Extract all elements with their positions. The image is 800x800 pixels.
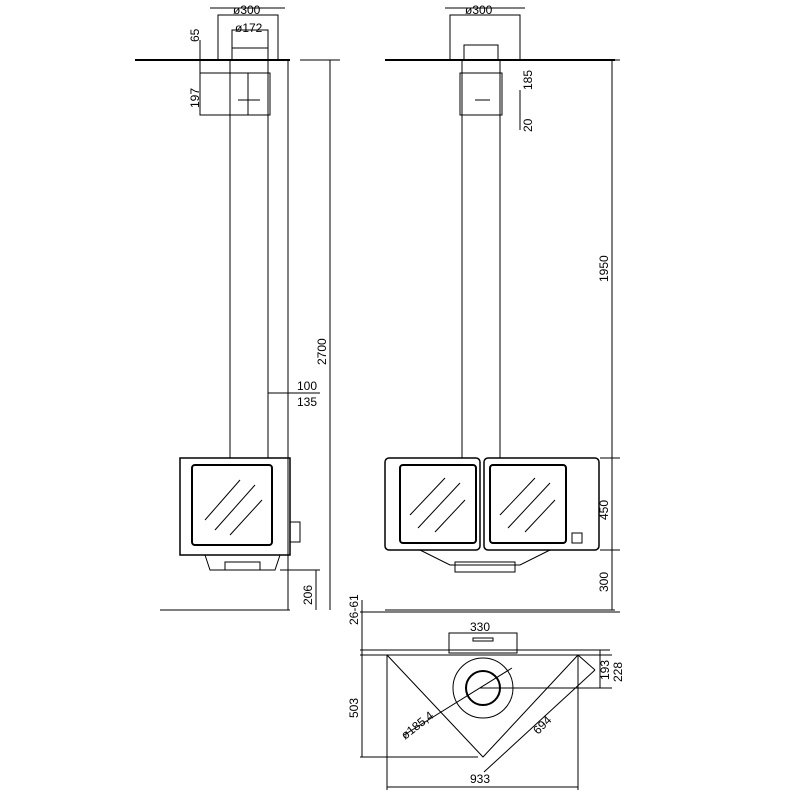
dim-d172: ø172 (235, 21, 263, 35)
dim-193: 193 (598, 660, 612, 680)
dim-1950: 1950 (597, 255, 611, 282)
dim-d300-front: ø300 (465, 3, 493, 17)
dim-65: 65 (188, 28, 202, 42)
dim-100: 100 (297, 379, 317, 393)
dim-694: 694 (530, 713, 554, 737)
dim-330: 330 (470, 620, 490, 634)
dim-933: 933 (470, 772, 490, 786)
dim-135: 135 (297, 395, 317, 409)
dim-228: 228 (611, 662, 625, 682)
dim-2700: 2700 (315, 338, 329, 365)
side-view: ø300 ø172 65 197 2700 100 135 206 (135, 3, 340, 611)
dim-450: 450 (597, 500, 611, 520)
front-view: ø300 185 20 1950 450 300 (384, 3, 620, 611)
dim-d300-side: ø300 (233, 3, 261, 17)
dim-197: 197 (188, 88, 202, 108)
dim-20: 20 (521, 118, 535, 132)
dim-503: 503 (347, 698, 361, 718)
dim-300: 300 (597, 572, 611, 592)
top-view: 330 26-61 503 ø185,4 694 933 193 228 (347, 594, 625, 790)
dim-26-61: 26-61 (347, 594, 361, 625)
dim-185: 185 (521, 70, 535, 90)
dim-206: 206 (301, 585, 315, 605)
dim-d185-4: ø185,4 (398, 708, 436, 742)
